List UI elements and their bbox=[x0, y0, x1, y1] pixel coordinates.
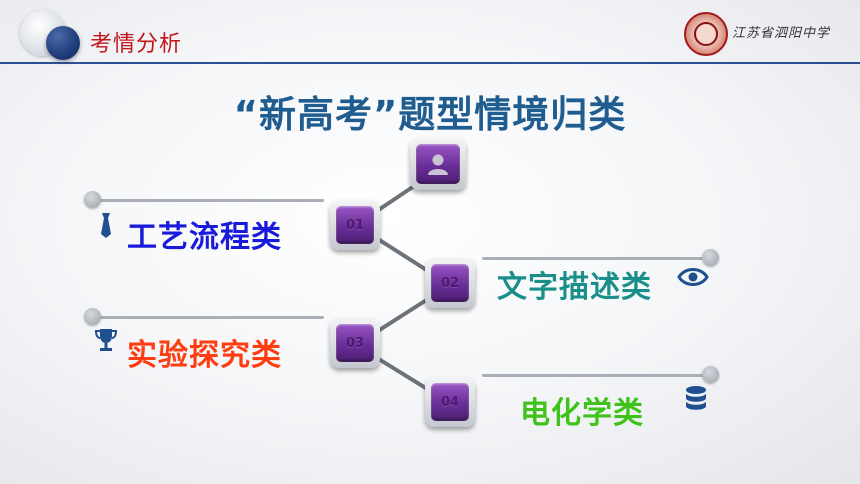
category-label-04: 电化学类 bbox=[520, 396, 644, 431]
tile-03-number: 03 bbox=[345, 335, 365, 351]
bar-01 bbox=[92, 199, 324, 202]
header-disc-front bbox=[46, 26, 80, 60]
tile-02: 02 bbox=[425, 258, 475, 308]
bar-dot-03 bbox=[84, 308, 101, 325]
bar-04 bbox=[482, 374, 710, 377]
top-person-tile-face bbox=[416, 144, 460, 184]
category-label-03: 实验探究类 bbox=[127, 338, 282, 373]
bar-dot-02 bbox=[702, 249, 719, 266]
school-name: 江苏省泗阳中学 bbox=[732, 26, 831, 41]
tie-icon bbox=[101, 213, 111, 238]
bar-dot-01 bbox=[84, 191, 101, 208]
bar-03 bbox=[92, 316, 324, 319]
tile-03-face: 03 bbox=[336, 324, 374, 362]
tile-04: 04 bbox=[425, 377, 475, 427]
tile-01: 01 bbox=[330, 200, 380, 250]
eye-icon bbox=[677, 268, 709, 286]
person-icon bbox=[428, 154, 448, 175]
bar-02 bbox=[482, 257, 710, 260]
tile-01-number: 01 bbox=[345, 217, 365, 233]
trophy-icon bbox=[95, 329, 117, 351]
main-title: “新高考”题型情境归类 bbox=[233, 93, 627, 136]
category-label-01: 工艺流程类 bbox=[127, 220, 282, 255]
category-label-02: 文字描述类 bbox=[497, 270, 652, 305]
school-seal-logo bbox=[684, 12, 728, 56]
tile-03: 03 bbox=[330, 318, 380, 368]
tile-04-number: 04 bbox=[440, 394, 460, 410]
page-header-title: 考情分析 bbox=[90, 32, 183, 57]
school-seal-inner-ring bbox=[694, 22, 718, 46]
bar-dot-04 bbox=[702, 366, 719, 383]
database-icon bbox=[686, 386, 706, 410]
tile-04-face: 04 bbox=[431, 383, 469, 421]
top-person-tile bbox=[410, 138, 466, 190]
tile-02-face: 02 bbox=[431, 264, 469, 302]
tile-02-number: 02 bbox=[440, 275, 460, 291]
tile-01-face: 01 bbox=[336, 206, 374, 244]
header-rule bbox=[0, 62, 860, 64]
